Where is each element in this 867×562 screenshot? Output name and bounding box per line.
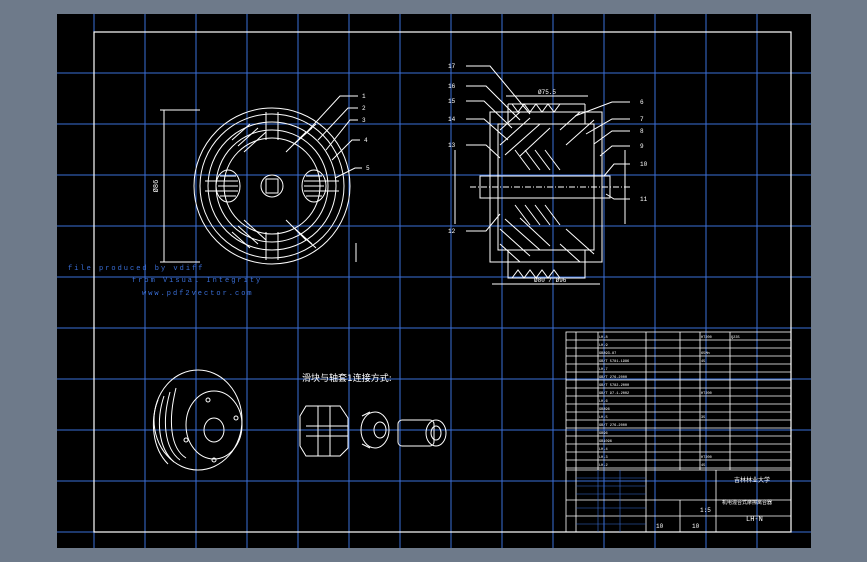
callout-16: 16 [448,83,456,90]
bom-code: GB/T 5781-1986 [599,359,629,364]
watermark-line-2: from Visual Integrity [132,277,262,285]
bom-code: GB1096 [599,440,612,444]
watermark-line-1: file produced by vdiff [68,265,204,273]
callout-5: 5 [366,165,370,172]
bom-material: 35 [701,416,705,420]
coupling-parts [299,405,447,457]
dim-bottom: Ø80 / Ø96 [534,277,567,284]
bom-code: LH-9 [599,344,608,348]
callout-6: 6 [640,99,644,106]
bom-material: 45 [701,464,705,468]
bom-code: GB/T 97.1-2002 [599,391,629,396]
bom-code: LH-8 [599,336,608,340]
institution-name: 吉林林业大学 [734,476,770,484]
bom-material: HT200 [701,392,712,396]
bom-code: LH-3 [599,456,608,460]
iso-heading: 滑块与轴套1连接方式: [302,372,392,384]
sheet-background [57,14,811,548]
bom-code: GB893-87 [599,352,616,356]
callout-14: 14 [448,116,456,123]
drawing-name: 机电混合式摩擦离合器 [722,499,772,506]
bom-material: 45 [701,360,705,364]
callout-13: 13 [448,142,456,149]
bom-material: HT200 [701,456,712,460]
bom-materials: HT200 Q235 65Mn 45 HT200 35 HT200 45 [701,336,740,468]
drawing-border [93,31,792,533]
sheet-count-b: 10 [692,523,700,530]
drawing-scale: 1:5 [700,507,711,514]
bom-code: LH-6 [599,400,608,404]
dim-top: Ø75.5 [538,89,556,96]
front-dia-dim: Ø86 [152,180,161,193]
callout-11: 11 [640,196,648,203]
callout-3: 3 [362,117,366,124]
callout-2: 2 [362,105,366,112]
callout-10: 10 [640,161,648,168]
callout-12: 12 [448,228,456,235]
bom-code: LH-4 [599,448,608,452]
bom-material: Q235 [731,336,740,340]
bom-material: HT200 [701,336,712,340]
section-view [454,65,630,285]
drawing-code: LH-N [746,516,763,524]
bom-code: LH-2 [599,464,608,468]
title-block [565,331,792,533]
bom-code: GB/T 276-2000 [599,375,627,380]
bom-part-codes: LH-8 LH-9 GB893-87 GB/T 5781-1986 LH-7 G… [599,336,629,468]
title-block-minor-lines [576,470,646,532]
callout-17: 17 [448,63,456,70]
bom-code: LH-7 [599,368,608,372]
callout-9: 9 [640,143,644,150]
callout-7: 7 [640,116,644,123]
bom-code: LH-5 [599,416,608,420]
sheet-count-a: 10 [656,523,664,530]
bom-code: GB/T 5782-2000 [599,383,629,388]
bom-material: 65Mn [701,352,710,356]
callout-1: 1 [362,93,366,100]
callout-15: 15 [448,98,456,105]
callout-4: 4 [364,137,368,144]
bom-code: GB/T 276-2000 [599,423,627,428]
isometric-pulley [152,369,243,471]
watermark-line-3: www.pdf2vector.com [142,290,254,298]
bom-code: GB96 [599,432,608,436]
front-view [160,95,362,265]
callout-8: 8 [640,128,644,135]
bom-code: GB896 [599,408,610,412]
